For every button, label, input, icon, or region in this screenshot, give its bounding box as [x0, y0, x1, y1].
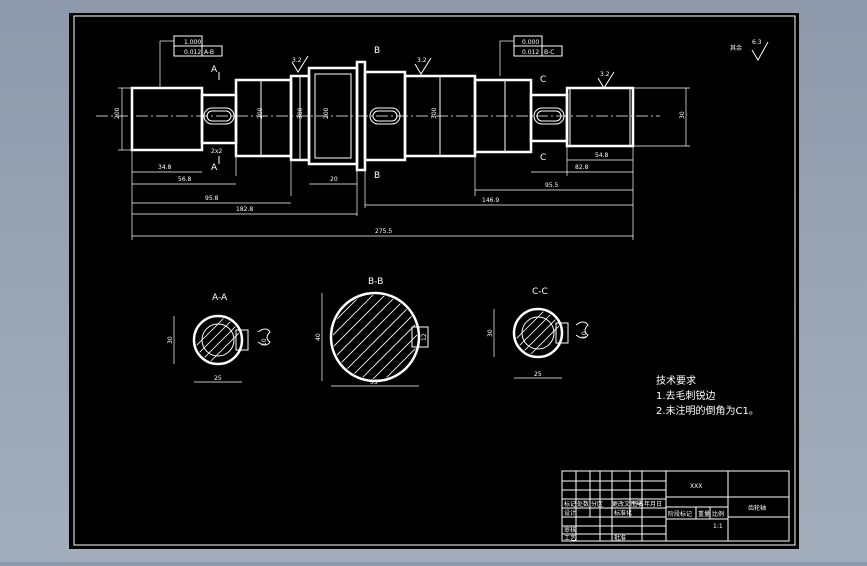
tb-header-6: 年月日 [644, 500, 662, 508]
tb-designer: 设计 [564, 509, 576, 517]
dim-right-end: 30 [679, 111, 686, 119]
tol-left-datum: A-B [204, 49, 214, 56]
roughness-corner-label: 其余 [730, 44, 742, 52]
mark-b-bottom: B [374, 171, 380, 181]
notes-line2: 2.未注明的倒角为C1。 [656, 404, 759, 417]
dim-95-5: 95.5 [545, 182, 559, 189]
section-bb-title: B-B [368, 277, 383, 287]
dim-95-8: 95.8 [205, 195, 219, 202]
tol-right-flat: 0.000 [522, 39, 539, 46]
section-aa-key: 10 [261, 338, 268, 346]
tb-header-2: 处数 [577, 500, 589, 508]
dim-mid-boss: 200 [323, 107, 330, 119]
dim-182-8: 182.8 [236, 206, 253, 213]
tb-checker: 审核 [564, 526, 576, 534]
tolerance-frames: 1.000 0.012 A-B 0.000 0.012 B-C [159, 35, 563, 88]
dim-right-mid: 300 [431, 107, 438, 119]
section-markers: A A B B C C [211, 46, 546, 181]
tb-header-4: 更改文件号 [612, 500, 642, 508]
roughness-corner: 6.3 [752, 39, 762, 46]
tol-left-flat: 1.000 [184, 39, 201, 46]
section-cc-width: 25 [534, 371, 542, 378]
title-block: 标记 处数 分区 更改文件号 签名 年月日 设计 标准化 审核 工艺 批准 XX… [561, 470, 790, 542]
tb-header-1: 标记 [564, 500, 576, 508]
section-bb-dia: 40 [315, 333, 322, 341]
roughness-symbols: 3.2 3.2 3.2 6.3 其余 [291, 39, 769, 89]
mark-c-top: C [540, 75, 546, 85]
section-cc-dia: 30 [487, 329, 494, 337]
mark-c-bottom: C [540, 153, 546, 163]
dim-56-8: 56.8 [178, 176, 192, 183]
section-aa-width: 25 [214, 375, 222, 382]
notes-title: 技术要求 [656, 374, 696, 387]
tb-drawing-no: 齿轮轴 [748, 504, 766, 512]
section-aa: A-A 30 25 10 [167, 293, 271, 383]
tb-approve: 批准 [614, 534, 626, 542]
dim-54-8: 54.8 [595, 152, 609, 159]
mark-a-top: A [211, 65, 218, 75]
dim-journal: 200 [257, 107, 264, 119]
section-cc-key: 10 [581, 331, 588, 339]
tol-left-sym: 0.012 [184, 49, 201, 56]
tb-standard: 标准化 [614, 509, 632, 517]
tb-header-5: 签名 [632, 500, 644, 508]
dim-left-end: 200 [114, 107, 121, 119]
mark-a-bottom: A [211, 163, 218, 173]
technical-notes: 技术要求 1.去毛刺锐边 2.未注明的倒角为C1。 [656, 374, 759, 417]
tb-scale: 1:1 [713, 523, 723, 530]
roughness-c: 3.2 [600, 71, 610, 78]
tb-part-name: XXX [690, 483, 702, 490]
dim-2x2: 2x2 [211, 148, 222, 155]
roughness-b: 3.2 [417, 57, 427, 64]
section-aa-title: A-A [212, 293, 228, 303]
dim-34-8: 34.8 [158, 164, 172, 171]
tb-process: 工艺 [564, 534, 576, 542]
drawing-sheet [69, 13, 799, 549]
section-bb-width: 35 [370, 379, 378, 386]
tb-weight-label: 重量 [698, 510, 710, 518]
length-dimensions: 34.8 56.8 95.8 182.8 275.5 2x2 20 54.8 8… [131, 146, 634, 240]
shaft-main-view [96, 60, 660, 172]
dim-146-9: 146.9 [482, 197, 499, 204]
notes-line1: 1.去毛刺锐边 [656, 389, 716, 402]
section-cc: C-C 30 25 10 [487, 287, 589, 379]
dim-82-8: 82.8 [575, 164, 589, 171]
section-bb-key: 12 [421, 333, 428, 341]
tol-right-datum: B-C [544, 49, 554, 56]
dim-20: 20 [330, 176, 338, 183]
section-aa-dia: 30 [167, 336, 174, 344]
tb-scale-label: 比例 [712, 510, 724, 518]
section-cc-title: C-C [532, 287, 548, 297]
tb-header-3: 分区 [591, 500, 603, 508]
roughness-a: 3.2 [292, 57, 302, 64]
dim-275-5: 275.5 [375, 228, 392, 235]
tb-stage-label: 阶段标记 [668, 510, 692, 518]
mark-b-top: B [374, 46, 380, 56]
inner-frame [73, 15, 796, 546]
tol-right-sym: 0.012 [522, 49, 539, 56]
diameter-dimensions: 200 200 300 200 300 30 [114, 87, 690, 151]
dim-collar: 300 [297, 107, 304, 119]
